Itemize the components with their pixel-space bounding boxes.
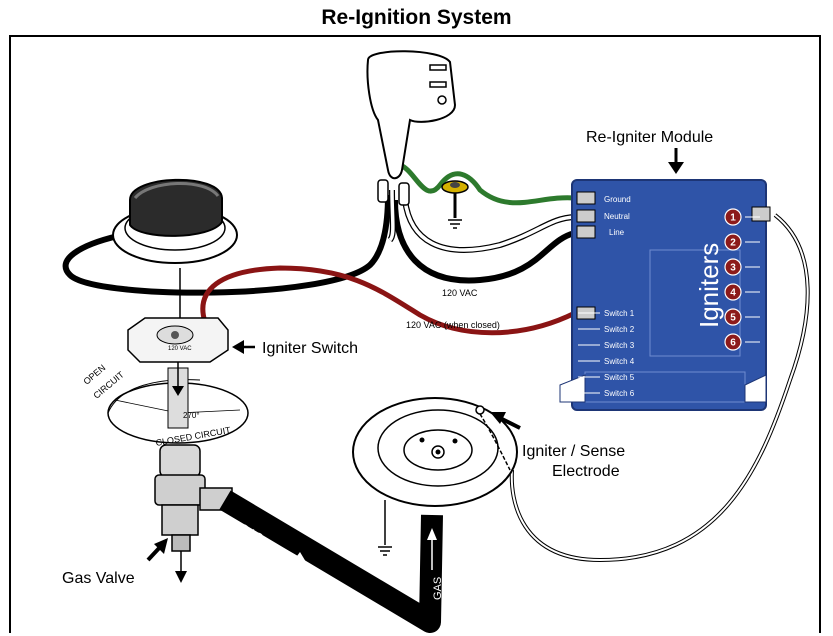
igniter-sense-label-1: Igniter / Sense (522, 443, 625, 460)
switch-label: Switch 4 (604, 357, 635, 366)
igniter-number: 6 (730, 338, 736, 349)
module-label: Re-Igniter Module (586, 129, 713, 146)
terminal-label-1: Neutral (604, 212, 630, 221)
igniter-number: 5 (730, 313, 736, 324)
rotation-disc (107, 362, 249, 444)
diagram-frame (9, 35, 821, 633)
line-wire (392, 199, 576, 284)
gas-valve-label: Gas Valve (62, 570, 135, 587)
terminal-label-0: Ground (604, 195, 631, 204)
igniter-sense-label-2: Electrode (552, 463, 620, 480)
igniter-badge (724, 308, 742, 326)
sense-electrode (475, 405, 511, 471)
igniter-switch-arrow (232, 340, 255, 354)
switch-labels: Switch 1 Switch 2 Switch 3 Switch 4 Switch 5… (578, 309, 635, 398)
burner (352, 397, 518, 556)
ground-screw (441, 180, 469, 229)
igniter-switch-body: 120 VAC (127, 317, 229, 363)
igniter-badge (724, 283, 742, 301)
gas-valve-arrow (146, 538, 168, 562)
gas-flow-arrow-1 (267, 539, 306, 562)
switch-label: Switch 5 (604, 373, 635, 382)
vac-120-label: 120 VAC (442, 288, 478, 298)
switch-label: Switch 6 (604, 389, 635, 398)
igniter-number: 3 (730, 263, 736, 274)
module-arrow (668, 148, 684, 174)
terminal-connectors (576, 191, 771, 320)
gas-label-riser: GAS (432, 577, 444, 600)
igniter-badge (724, 208, 742, 226)
igniter-badge (724, 333, 742, 351)
power-plug (366, 50, 457, 206)
switch-label: Switch 2 (604, 325, 635, 334)
igniter-badge (724, 233, 742, 251)
igniter-number: 2 (730, 238, 736, 249)
igniter-switch-label: Igniter Switch (262, 340, 358, 357)
switch-label: Switch 1 (604, 309, 635, 318)
switch-body-label: 120 VAC (168, 346, 192, 352)
igniter-badges: 1 2 3 4 5 6 (724, 208, 760, 351)
angle-label: 270° (183, 411, 200, 420)
igniter-badge (724, 258, 742, 276)
gas-flow-arrow-2 (427, 528, 437, 570)
module-title: Igniters (694, 243, 724, 328)
terminal-label-2: Line (609, 228, 625, 237)
igniter-number: 1 (730, 213, 736, 224)
electrode-arrow (490, 412, 521, 430)
vac-120-closed-label: 120 VAC (when closed) (406, 320, 500, 330)
switch-wire (200, 265, 577, 336)
switch-label: Switch 3 (604, 341, 635, 350)
page-title: Re-Ignition System (321, 6, 512, 29)
ground-wire (398, 162, 576, 206)
black-wire-knob-to-plug (62, 194, 391, 296)
gas-pipe (219, 490, 443, 633)
gas-valve (154, 444, 233, 583)
igniter-number: 4 (730, 288, 736, 299)
re-igniter-module: Igniters (559, 179, 767, 411)
control-knob (112, 178, 238, 264)
